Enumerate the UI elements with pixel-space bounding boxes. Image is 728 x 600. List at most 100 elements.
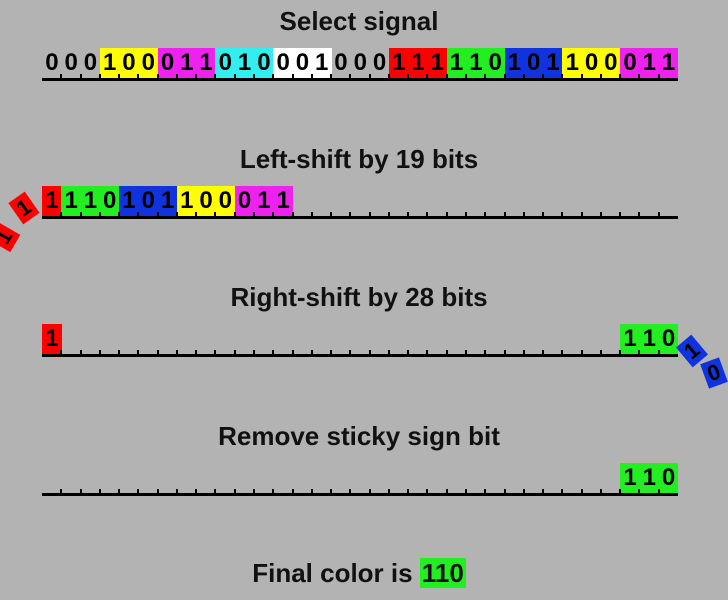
- bit-separator: [368, 74, 371, 78]
- bit-cell: [505, 186, 525, 216]
- bit-separator: [503, 350, 506, 354]
- bit-separator: [195, 74, 198, 78]
- bit-cell: [485, 186, 505, 216]
- bit-cell: 0: [45, 49, 59, 76]
- bit-cell: 1: [446, 48, 467, 78]
- bit-cell: [466, 463, 486, 493]
- bit-cell: [254, 324, 274, 354]
- bit-cell: [639, 186, 659, 216]
- bit-separator: [195, 212, 198, 216]
- final-value: 110: [419, 558, 466, 588]
- bit-cell: 1: [196, 48, 216, 78]
- bit-separator: [561, 212, 564, 216]
- bit-cell: 1: [658, 48, 679, 78]
- bit-cell: 0: [372, 49, 387, 76]
- bit-cell: [119, 463, 139, 493]
- bit-separator: [542, 74, 545, 78]
- bit-separator: [272, 74, 275, 78]
- bit-separator: [118, 212, 121, 216]
- bit-separator: [291, 489, 294, 493]
- bit-separator: [484, 350, 487, 354]
- bit-cell: [331, 463, 351, 493]
- bit-separator: [503, 212, 506, 216]
- bit-separator: [368, 212, 371, 216]
- bit-cell: 1: [620, 324, 640, 354]
- bit-separator: [368, 350, 371, 354]
- bit-cell: 1: [99, 48, 120, 78]
- bit-cell: [389, 324, 409, 354]
- bit-cell: 1: [388, 48, 409, 78]
- bit-separator: [98, 74, 101, 78]
- bit-separator: [484, 74, 487, 78]
- bit-separator: [387, 350, 390, 354]
- bit-cell: [408, 186, 428, 216]
- bit-cell: [61, 463, 81, 493]
- bit-separator: [60, 74, 63, 78]
- bit-cell: 1: [234, 48, 255, 78]
- bit-separator: [214, 350, 217, 354]
- bit-cell: [408, 324, 428, 354]
- bit-cell: [601, 186, 621, 216]
- bit-separator: [426, 350, 429, 354]
- bit-cell: [601, 463, 621, 493]
- bit-separator: [253, 212, 255, 216]
- bit-cell: 0: [83, 49, 98, 76]
- bit-cell: 0: [196, 186, 216, 216]
- bit-cell: [427, 324, 447, 354]
- bit-cell: 1: [273, 186, 294, 216]
- bit-cell: 1: [311, 48, 332, 78]
- bit-cell: [408, 463, 428, 493]
- bit-separator: [233, 489, 236, 493]
- bit-cell: 1: [408, 48, 428, 78]
- title-remove-sticky: Remove sticky sign bit: [218, 421, 500, 451]
- bit-separator: [465, 74, 467, 78]
- bit-separator: [291, 350, 294, 354]
- bit-separator: [156, 350, 159, 354]
- bit-cell: 0: [157, 48, 178, 78]
- final-label: Final color is: [252, 558, 413, 588]
- bit-separator: [349, 74, 352, 78]
- bit-cell: [138, 324, 158, 354]
- bit-cell: [312, 463, 332, 493]
- bit-separator: [657, 74, 660, 78]
- bit-separator: [542, 212, 545, 216]
- bit-cell: [562, 463, 582, 493]
- bit-separator: [214, 212, 217, 216]
- bit-separator: [233, 212, 236, 216]
- bit-separator: [118, 350, 121, 354]
- bit-cell: 0: [353, 49, 367, 76]
- bit-separator: [253, 74, 255, 78]
- bit-cell: [158, 463, 178, 493]
- bit-cell: 0: [119, 48, 139, 78]
- bit-separator: [522, 74, 525, 78]
- bit-separator: [580, 350, 583, 354]
- bit-separator: [137, 212, 140, 216]
- bit-separator: [445, 489, 448, 493]
- bit-cell: [196, 463, 216, 493]
- bit-cell: 0: [523, 48, 544, 78]
- bit-cell: 0: [334, 49, 348, 76]
- bit-cell: 1: [466, 48, 486, 78]
- bit-cell: [81, 463, 101, 493]
- bit-separator: [79, 489, 82, 493]
- bit-cell: 0: [620, 48, 640, 78]
- bit-separator: [561, 74, 564, 78]
- bit-separator: [98, 350, 101, 354]
- bit-separator: [60, 489, 63, 493]
- bit-cell: [350, 186, 370, 216]
- bit-cell: 1: [119, 186, 139, 216]
- bit-separator: [233, 350, 236, 354]
- bit-separator: [503, 74, 506, 78]
- bit-cell: 1: [543, 48, 563, 78]
- bit-separator: [98, 212, 101, 216]
- bit-cell: 0: [292, 48, 313, 78]
- bit-separator: [60, 350, 63, 354]
- bit-separator: [98, 489, 101, 493]
- bit-cell: 1: [176, 48, 197, 78]
- bit-cell: [582, 463, 602, 493]
- bit-separator: [195, 489, 198, 493]
- bit-cell: 0: [600, 48, 621, 78]
- bit-separator: [79, 212, 82, 216]
